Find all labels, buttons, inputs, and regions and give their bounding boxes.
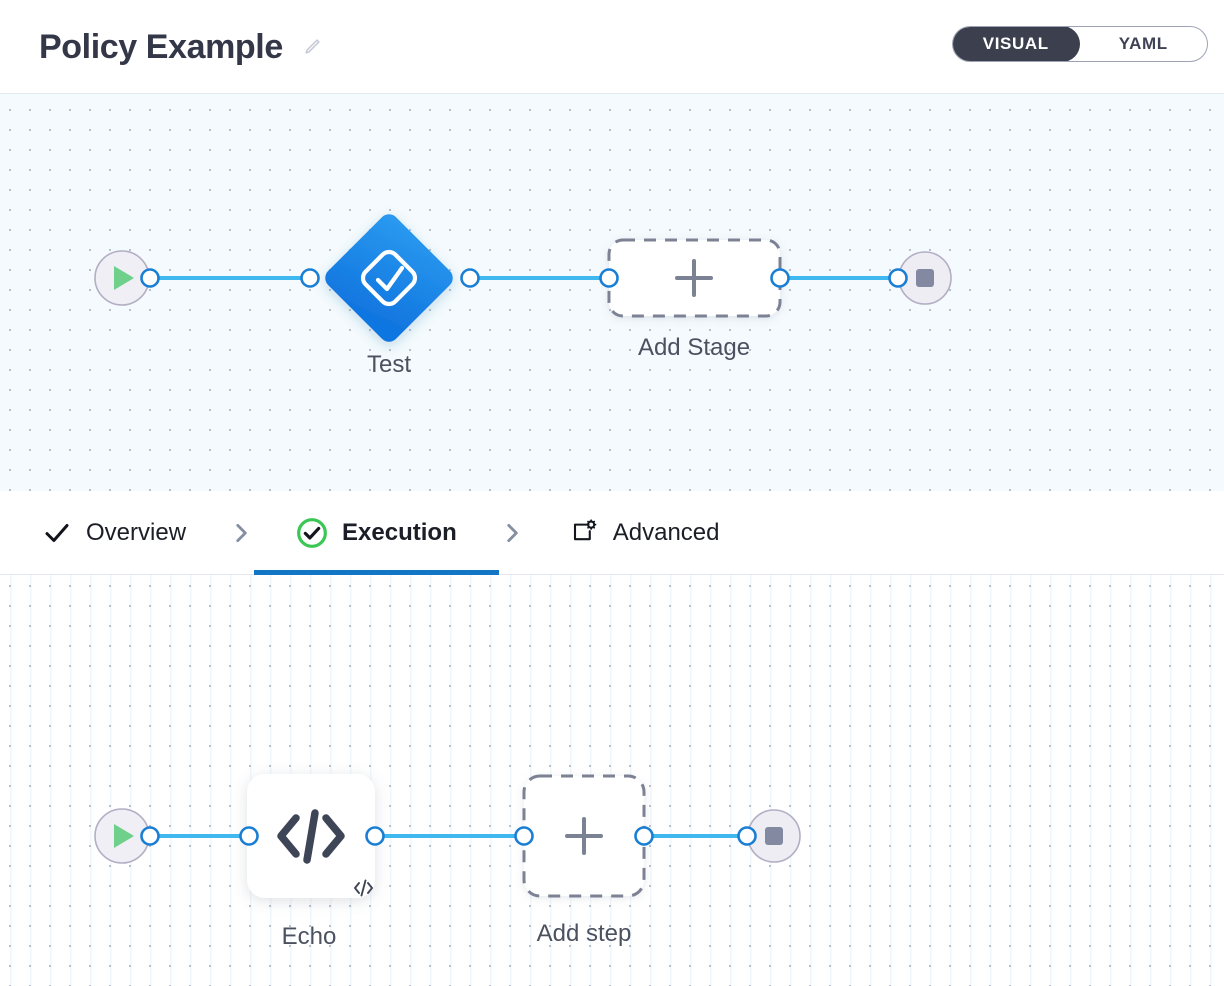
step-handles[interactable] (140, 826, 757, 846)
stage-canvas[interactable]: Test Add Stage (0, 94, 1224, 491)
handle-echo-in[interactable] (239, 826, 259, 846)
stage-handles[interactable] (140, 268, 908, 288)
tab-execution-label: Execution (342, 518, 457, 546)
play-icon (114, 266, 134, 290)
stop-icon (916, 269, 934, 287)
handle-addstage-in[interactable] (599, 268, 619, 288)
plus-icon (675, 259, 713, 297)
stage-node-test[interactable] (321, 210, 457, 346)
handle-test-out[interactable] (460, 268, 480, 288)
step-add-step-label: Add step (536, 920, 632, 947)
stage-flow-graph (94, 210, 952, 346)
check-circle-icon (296, 517, 328, 549)
page-header: Policy Example VISUAL YAML (0, 0, 1224, 94)
check-square-icon (360, 249, 418, 307)
step-add-step-node[interactable] (522, 774, 646, 898)
handle-start-out[interactable] (140, 826, 160, 846)
step-flow-graph (94, 774, 801, 898)
stage-add-stage-label: Add Stage (637, 334, 751, 361)
handle-addstage-out[interactable] (770, 268, 790, 288)
window-gear-icon (567, 517, 599, 549)
chevron-right-icon-2 (499, 520, 525, 546)
mode-toggle-visual[interactable]: VISUAL (953, 27, 1080, 61)
title-group: Policy Example (39, 30, 323, 64)
check-icon (42, 518, 72, 548)
page-title: Policy Example (39, 27, 283, 66)
handle-end-in[interactable] (737, 826, 757, 846)
plus-icon (565, 817, 603, 855)
code-badge-icon (354, 879, 373, 897)
pencil-icon[interactable] (301, 36, 323, 58)
tab-execution[interactable]: Execution (254, 491, 499, 575)
stage-add-stage-node[interactable] (607, 238, 782, 318)
mode-toggle-yaml[interactable]: YAML (1118, 34, 1168, 53)
handle-end-in[interactable] (888, 268, 908, 288)
tab-overview-label: Overview (86, 518, 187, 546)
handle-addstep-out[interactable] (634, 826, 654, 846)
handle-test-in[interactable] (300, 268, 320, 288)
chevron-right-icon (228, 520, 254, 546)
code-icon (277, 809, 345, 864)
handle-addstep-in[interactable] (514, 826, 534, 846)
step-canvas[interactable]: Echo Add step (0, 575, 1224, 986)
stop-icon (765, 827, 783, 845)
step-end-node[interactable] (747, 809, 801, 863)
mode-toggle[interactable]: VISUAL YAML (952, 26, 1208, 62)
step-node-echo-label: Echo (281, 923, 337, 950)
step-node-echo[interactable] (247, 774, 375, 898)
tab-advanced[interactable]: Advanced (567, 491, 720, 575)
tab-advanced-label: Advanced (612, 518, 720, 546)
play-icon (114, 824, 134, 848)
tab-overview[interactable]: Overview (42, 491, 186, 575)
handle-echo-out[interactable] (365, 826, 385, 846)
handle-start-out[interactable] (140, 268, 160, 288)
stage-node-test-label: Test (366, 351, 412, 378)
section-tabs: Overview Execution (0, 491, 1224, 575)
stage-end-node[interactable] (898, 251, 952, 305)
